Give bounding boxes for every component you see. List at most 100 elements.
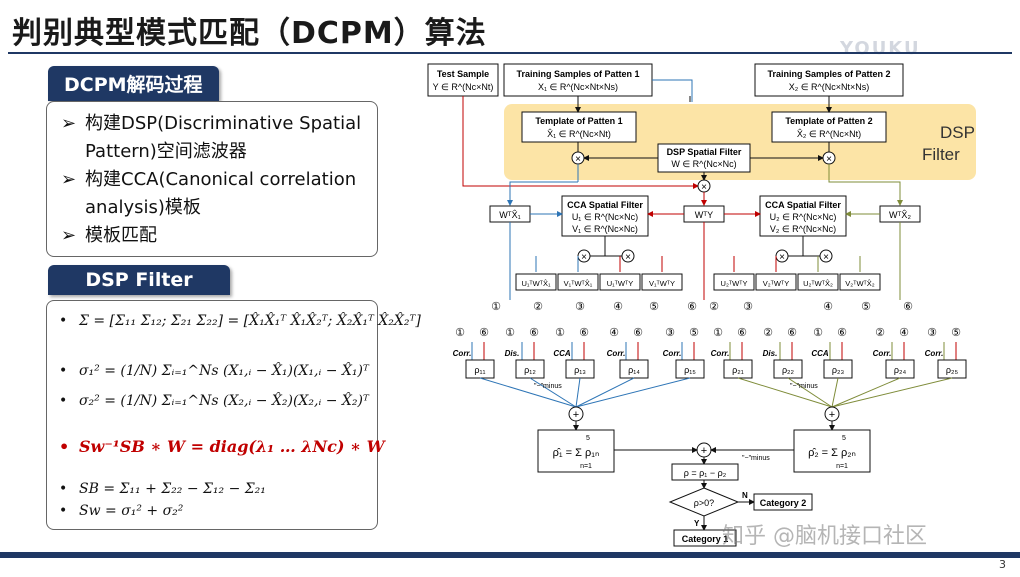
svg-text:×: × <box>581 252 587 263</box>
svg-text:×: × <box>701 182 707 193</box>
mini-box-label: U₁ᵀWᵀY <box>607 279 634 288</box>
dsp-spatial-filter-box <box>657 143 751 173</box>
mini-box-label: V₂ᵀWᵀY <box>763 279 789 288</box>
mini-box <box>557 273 599 291</box>
circled-number: ③ <box>575 301 585 313</box>
circled-number: ② <box>709 301 719 313</box>
arrow-bullet-icon: ➢ <box>61 169 77 190</box>
train2-box <box>754 63 904 97</box>
cca1-title: CCA Spatial Filter <box>567 200 643 210</box>
diff-formula: ρ = ρ₁ − ρ₂ <box>684 468 727 478</box>
operation-label: Corr. <box>453 349 472 358</box>
bullet-item: ➢ 构建CCA(Canonical correlation analysis)模板 <box>59 166 371 222</box>
svg-text:×: × <box>779 252 785 263</box>
bullet-text: 构建DSP(Discriminative Spatial Pattern)空间滤… <box>85 113 362 162</box>
rho-label: ρ₁₂ <box>524 365 536 375</box>
sum2-limit-bottom: n=1 <box>836 463 848 470</box>
circled-number: ① <box>813 327 823 339</box>
sum1-limit-top: 5 <box>586 435 590 442</box>
mini-box <box>599 273 641 291</box>
circled-number: ⑤ <box>951 327 961 339</box>
template2-formula: X̂₂ ∈ R^(Nc×Nt) <box>797 129 861 139</box>
sum2-limit-top: 5 <box>842 435 846 442</box>
circled-number: ⑥ <box>633 327 643 339</box>
title-divider <box>8 52 1012 54</box>
circled-number: ⑥ <box>837 327 847 339</box>
template1-title: Template of Patten 1 <box>535 116 622 126</box>
converge-line <box>479 377 577 408</box>
circled-number: ② <box>875 327 885 339</box>
formula-sigma2: •σ₂² = (1/N) Σᵢ₌₁^Ns (X₂,ᵢ − X̂₂)(X₂,ᵢ −… <box>59 393 369 409</box>
dcpm-flow-diagram: DSP Filter Test Sample Y ∈ R^(Nc×Nt) Tra… <box>427 63 976 547</box>
category1-box <box>673 529 737 547</box>
converge-line <box>575 377 691 408</box>
circled-number: ⑤ <box>649 301 659 313</box>
svg-text:×: × <box>575 154 581 165</box>
minus-label: "−"minus <box>790 383 818 390</box>
mini-box <box>797 273 839 291</box>
category1-label: Category 1 <box>682 534 729 544</box>
svg-text:×: × <box>826 154 832 165</box>
sum-node: + <box>824 406 840 422</box>
diff-node: + <box>696 442 712 458</box>
dsp-filter-title: DSP Spatial Filter <box>667 147 742 157</box>
multiply-node: × <box>697 179 711 193</box>
operation-label: Dis. <box>505 349 520 358</box>
mini-box-label: V₁ᵀWᵀX̂₁ <box>564 279 593 288</box>
sum2-box <box>793 429 871 473</box>
test-sample-title: Test Sample <box>437 69 489 79</box>
circled-number: ③ <box>743 301 753 313</box>
converge-line <box>575 377 581 408</box>
rho-label: ρ₁₃ <box>574 365 586 375</box>
category2-label: Category 2 <box>760 498 807 508</box>
operation-label: Corr. <box>873 349 892 358</box>
test-sample-formula: Y ∈ R^(Nc×Nt) <box>433 82 494 92</box>
mini-box-label: V₁ᵀWᵀY <box>649 279 675 288</box>
mini-box-label: U₁ᵀWᵀX̂₁ <box>521 279 551 288</box>
page-number: 3 <box>999 558 1006 571</box>
rho-label: ρ₂₃ <box>832 365 845 375</box>
circled-number: ① <box>713 327 723 339</box>
circled-number: ⑤ <box>861 301 871 313</box>
decoding-tab: DCPM解码过程 <box>48 66 219 101</box>
mini-box-label: U₂ᵀWᵀY <box>721 279 748 288</box>
operation-label: Corr. <box>925 349 944 358</box>
formula-sigma: •Σ = [Σ₁₁ Σ₁₂; Σ₂₁ Σ₂₂] = [X̂₁X̂₁ᵀ X̂₁X̂… <box>59 313 421 329</box>
cca1-line1: U₁ ∈ R^(Nc×Nc) <box>572 212 638 222</box>
diff-box <box>671 463 739 481</box>
sum-node: + <box>568 406 584 422</box>
mini-box <box>713 273 755 291</box>
test-sample-box <box>427 63 499 97</box>
template1-box <box>521 111 637 143</box>
cca2-line1: U₂ ∈ R^(Nc×Nc) <box>770 212 837 222</box>
multiply-node: × <box>819 249 833 263</box>
operation-label: Dis. <box>763 349 778 358</box>
minus-label: "−"minus <box>534 383 562 390</box>
train1-title: Training Samples of Patten 1 <box>516 69 639 79</box>
rho-label: ρ₂₅ <box>946 365 959 375</box>
cca1-box <box>561 195 649 237</box>
converge-line <box>831 377 901 408</box>
sum1-formula: ρ̂₁ = Σ ρ₁ₙ <box>553 447 600 459</box>
dsp-formula-panel: •Σ = [Σ₁₁ Σ₁₂; Σ₂₁ Σ₂₂] = [X̂₁X̂₁ᵀ X̂₁X̂… <box>46 300 421 530</box>
formula-sw: •Sw = σ₁² + σ₂² <box>59 503 184 519</box>
circled-number: ⑥ <box>903 301 913 313</box>
circled-number: ② <box>533 301 543 313</box>
operation-label: CCA <box>811 349 829 358</box>
mini-box <box>839 273 881 291</box>
train2-formula: X₂ ∈ R^(Nc×Nt×Ns) <box>789 82 870 92</box>
converge-line <box>831 377 953 408</box>
mini-box <box>515 273 557 291</box>
wt-x2-label: WᵀX̂₂ <box>889 210 911 220</box>
dsp-filter-formula: W ∈ R^(Nc×Nc) <box>671 159 736 169</box>
circled-number: ⑥ <box>787 327 797 339</box>
multiply-node: × <box>577 249 591 263</box>
bullet-text: 构建CCA(Canonical correlation analysis)模板 <box>85 169 357 218</box>
circled-number: ① <box>505 327 515 339</box>
arrow-bullet-icon: ➢ <box>61 113 77 134</box>
circled-number: ① <box>455 327 465 339</box>
template2-title: Template of Patten 2 <box>785 116 872 126</box>
bullet-text: 模板匹配 <box>85 225 157 246</box>
circled-number: ⑥ <box>479 327 489 339</box>
arrow-bullet-icon: ➢ <box>61 225 77 246</box>
